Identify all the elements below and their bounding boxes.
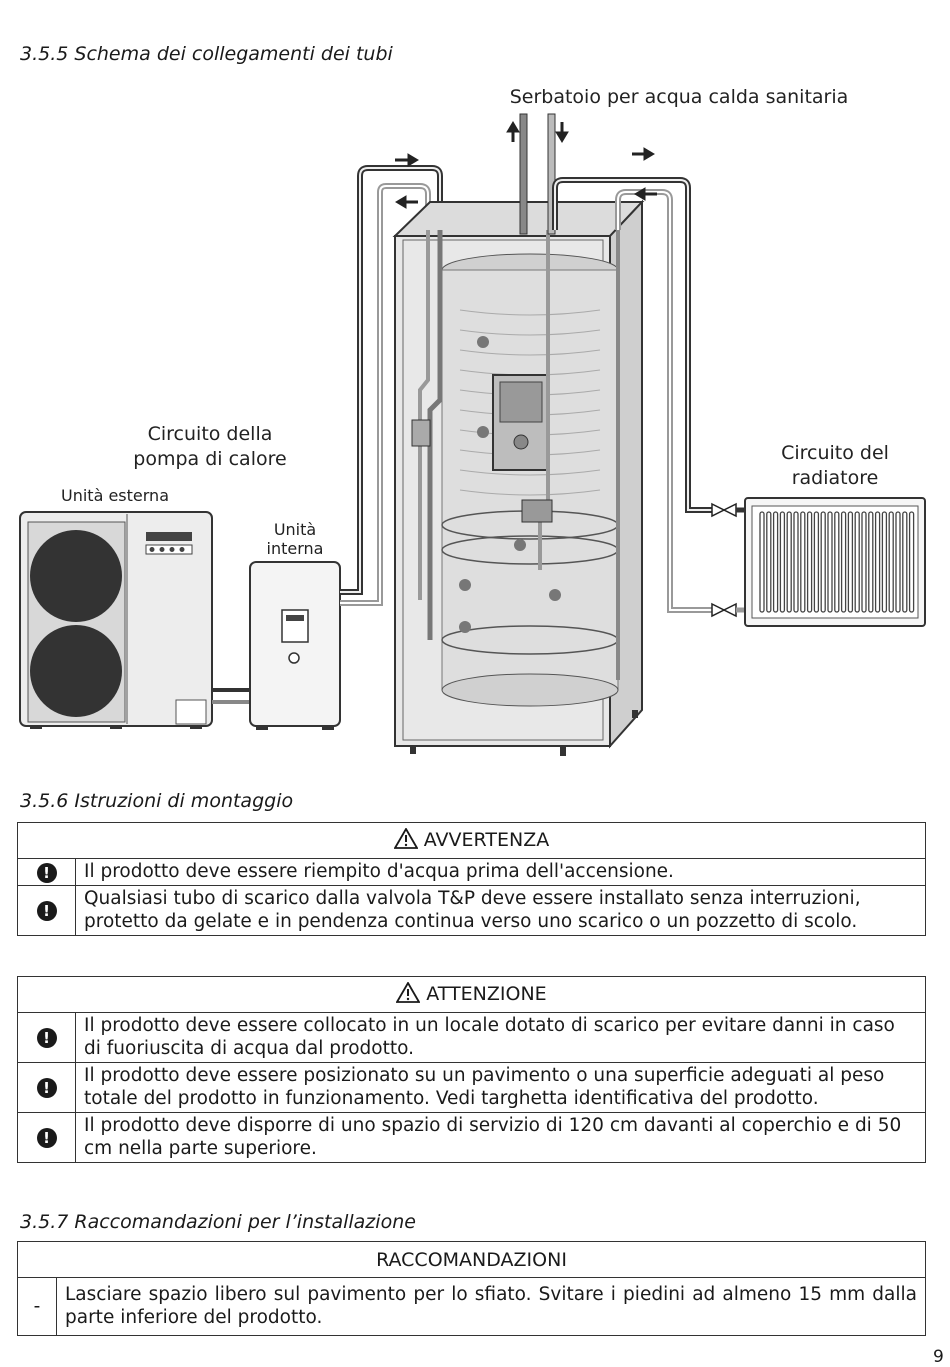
radiator-fin — [766, 511, 772, 613]
exclamation-circle-icon: ! — [36, 862, 57, 883]
caution-item-2: Il prodotto deve essere posizionato su u… — [75, 1062, 926, 1113]
caution-item-1: Il prodotto deve essere collocato in un … — [75, 1012, 926, 1063]
radiator-fin — [902, 511, 908, 613]
label-indoor-unit-2: interna — [267, 539, 324, 558]
section-heading-recommendations: 3.5.7 Raccomandazioni per l’installazion… — [20, 1211, 416, 1233]
radiator-fin — [854, 511, 860, 613]
table-row: ! Il prodotto deve essere collocato in u… — [17, 1012, 926, 1063]
warning-item-1: Il prodotto deve essere riempito d'acqua… — [75, 858, 926, 886]
caution-header: ATTENZIONE — [17, 976, 926, 1013]
radiator-valves — [711, 502, 737, 618]
label-radiator-circuit-1: Circuito del — [781, 442, 889, 464]
label-heat-pump-circuit-2: pompa di calore — [133, 448, 286, 470]
radiator-fin — [834, 511, 840, 613]
radiator-fin — [806, 511, 813, 613]
table-row: ! Il prodotto deve essere riempito d'acq… — [17, 858, 926, 886]
radiator-fin — [786, 511, 792, 613]
radiator-fin — [820, 511, 826, 613]
radiator-fin — [800, 511, 806, 613]
table-row: ! Il prodotto deve disporre di uno spazi… — [17, 1112, 926, 1163]
exclamation-circle-icon: ! — [36, 901, 57, 921]
warning-header: AVVERTENZA — [17, 822, 926, 859]
warning-table: AVVERTENZA ! Il prodotto deve essere rie… — [17, 822, 926, 936]
radiator-fin — [813, 511, 820, 613]
table-row: - Lasciare spazio libero sul pavimento p… — [17, 1277, 926, 1336]
radiator-fin — [874, 511, 881, 613]
caution-table: ATTENZIONE ! Il prodotto deve essere col… — [17, 976, 926, 1163]
indoor-unit — [249, 561, 341, 730]
flow-arrows-radiator — [632, 147, 657, 201]
table-row: ! Qualsiasi tubo di scarico dalla valvol… — [17, 885, 926, 936]
radiator — [744, 497, 926, 627]
radiator-fin — [793, 511, 799, 613]
section-heading-pipe-scheme: 3.5.5 Schema dei collegamenti dei tubi — [20, 43, 393, 65]
radiator-fin — [908, 511, 915, 613]
warning-item-2: Qualsiasi tubo di scarico dalla valvola … — [75, 885, 926, 936]
hot-water-tank — [392, 199, 645, 756]
warning-triangle-icon — [393, 826, 419, 854]
radiator-fin — [861, 511, 867, 613]
pipe-connection-diagram: Serbatoio per acqua calda sanitaria Circ… — [19, 86, 926, 756]
recommendation-item-1: Lasciare spazio libero sul pavimento per… — [56, 1277, 926, 1336]
radiator-fin — [779, 511, 786, 613]
list-marker: - — [17, 1277, 57, 1336]
label-radiator-circuit-2: radiatore — [792, 467, 879, 489]
table-row: ! Il prodotto deve essere posizionato su… — [17, 1062, 926, 1113]
flow-arrows-dhw — [506, 121, 569, 143]
radiator-fin — [888, 511, 894, 613]
radiator-fin — [881, 511, 888, 613]
radiator-fin — [868, 511, 874, 613]
exclamation-circle-icon: ! — [36, 1028, 57, 1048]
label-outdoor-unit: Unità esterna — [61, 486, 169, 505]
label-heat-pump-circuit-1: Circuito della — [148, 423, 273, 445]
warning-triangle-icon — [395, 980, 421, 1008]
flow-arrows-heat-pump — [395, 153, 419, 209]
radiator-fin — [827, 511, 833, 613]
page-number: 9 — [933, 1347, 944, 1367]
caution-title: ATTENZIONE — [426, 982, 547, 1005]
radiator-fin — [847, 511, 854, 613]
label-tank: Serbatoio per acqua calda sanitaria — [510, 86, 849, 108]
radiator-fin — [759, 511, 765, 613]
warning-title: AVVERTENZA — [423, 828, 550, 851]
section-heading-assembly: 3.5.6 Istruzioni di montaggio — [20, 790, 294, 812]
label-indoor-unit-1: Unità — [274, 520, 316, 539]
radiator-fin — [840, 511, 847, 613]
caution-item-3: Il prodotto deve disporre di uno spazio … — [75, 1112, 926, 1163]
recommendations-header: RACCOMANDAZIONI — [17, 1241, 926, 1278]
exclamation-circle-icon: ! — [36, 1078, 57, 1098]
recommendations-table: RACCOMANDAZIONI - Lasciare spazio libero… — [17, 1241, 926, 1336]
radiator-fin — [772, 511, 779, 613]
exclamation-circle-icon: ! — [36, 1128, 57, 1148]
radiator-fin — [895, 511, 901, 613]
outdoor-unit — [19, 511, 213, 729]
